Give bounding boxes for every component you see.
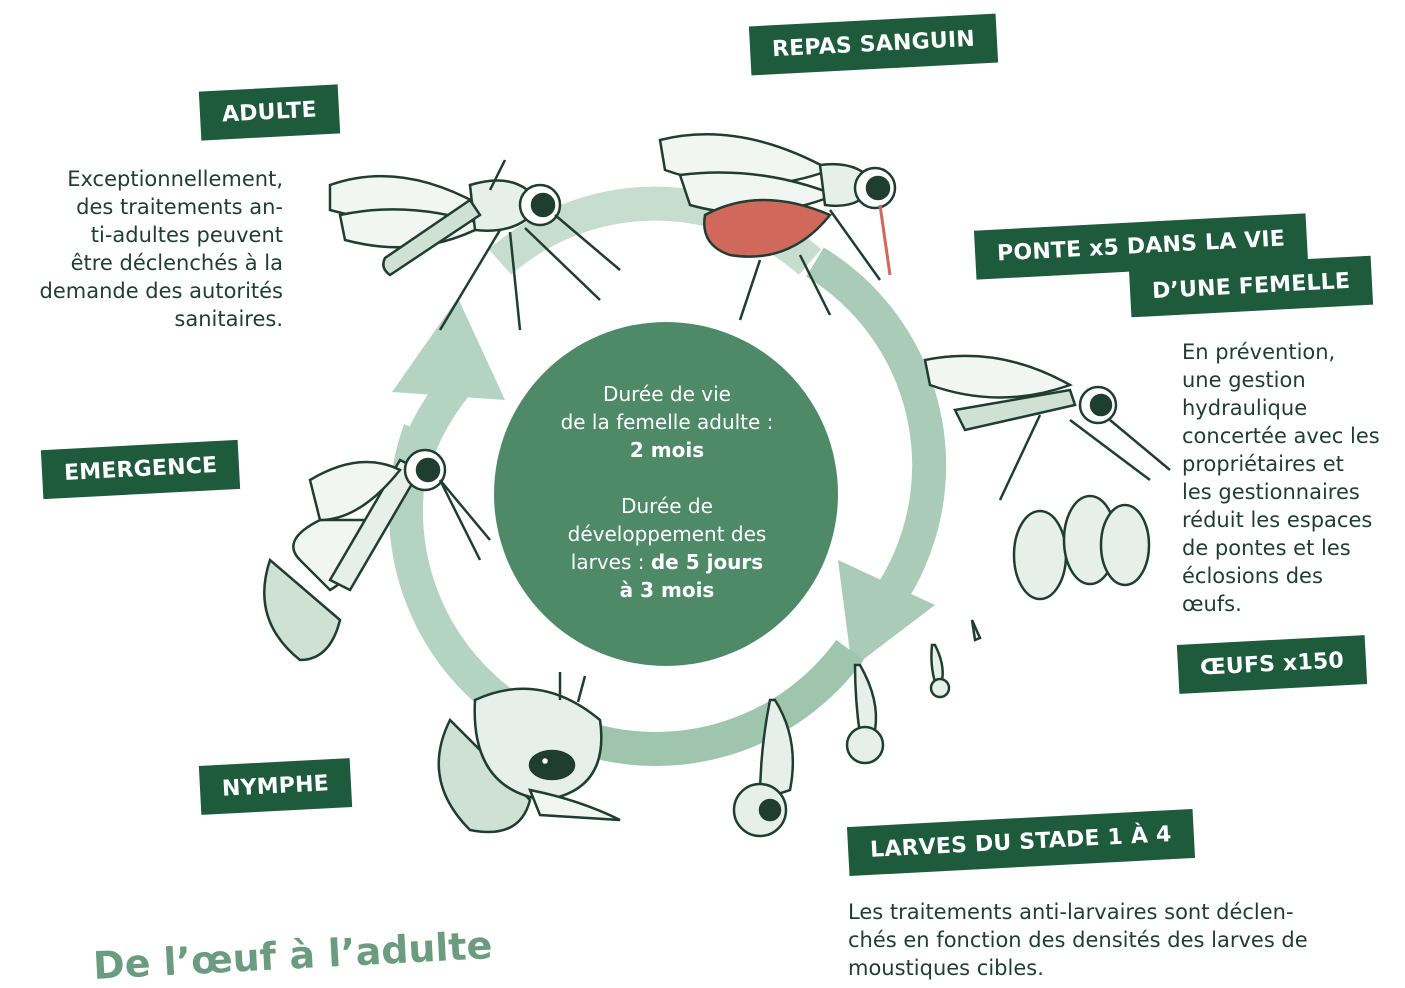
center-bold-line: à 3 mois xyxy=(512,576,822,604)
label-emergence: EMERGENCE xyxy=(41,440,241,499)
note-prevention: En prévention, une gestion hydraulique c… xyxy=(1182,338,1404,618)
egg-laying-mosquito-icon xyxy=(925,356,1170,500)
note-line: chés en fonction des densités des larves… xyxy=(848,926,1388,954)
center-bold-line: 2 mois xyxy=(512,436,822,464)
note-line: concertée avec les xyxy=(1182,422,1404,450)
note-line: sanitaires. xyxy=(0,305,283,333)
label-nymphe: NYMPHE xyxy=(199,758,352,815)
note-line: œufs. xyxy=(1182,590,1404,618)
note-line: hydraulique xyxy=(1182,394,1404,422)
note-line: propriétaires et xyxy=(1182,450,1404,478)
label-oeufs: ŒUFS x150 xyxy=(1177,635,1367,694)
center-info: Durée de vie de la femelle adulte : 2 mo… xyxy=(512,380,822,604)
eggs-icon xyxy=(1014,496,1149,599)
note-line: ti-adultes peuvent xyxy=(0,221,283,249)
note-line: de pontes et les xyxy=(1182,534,1404,562)
center-line: de la femelle adulte : xyxy=(512,408,822,436)
center-line: Durée de vie xyxy=(512,380,822,408)
note-line: les gestionnaires xyxy=(1182,478,1404,506)
note-adulte: Exceptionnellement, des traitements an- … xyxy=(0,165,283,333)
note-line: être déclenchés à la xyxy=(0,249,283,277)
note-line: des traitements an- xyxy=(0,193,283,221)
note-line: Exceptionnellement, xyxy=(0,165,283,193)
note-line: moustiques cibles. xyxy=(848,954,1388,982)
note-line: demande des autorités xyxy=(0,277,283,305)
center-line: développement des xyxy=(512,520,822,548)
note-line: En prévention, xyxy=(1182,338,1404,366)
note-larves: Les traitements anti-larvaires sont décl… xyxy=(848,898,1388,982)
center-line: Durée de xyxy=(512,492,822,520)
adult-mosquito-icon xyxy=(330,160,620,330)
note-line: éclosions des xyxy=(1182,562,1404,590)
note-line: une gestion xyxy=(1182,366,1404,394)
center-line: larves : de 5 jours xyxy=(512,548,822,576)
label-adulte: ADULTE xyxy=(199,84,340,140)
note-line: Les traitements anti-larvaires sont décl… xyxy=(848,898,1388,926)
note-line: réduit les espaces xyxy=(1182,506,1404,534)
nymph-icon xyxy=(439,672,620,832)
